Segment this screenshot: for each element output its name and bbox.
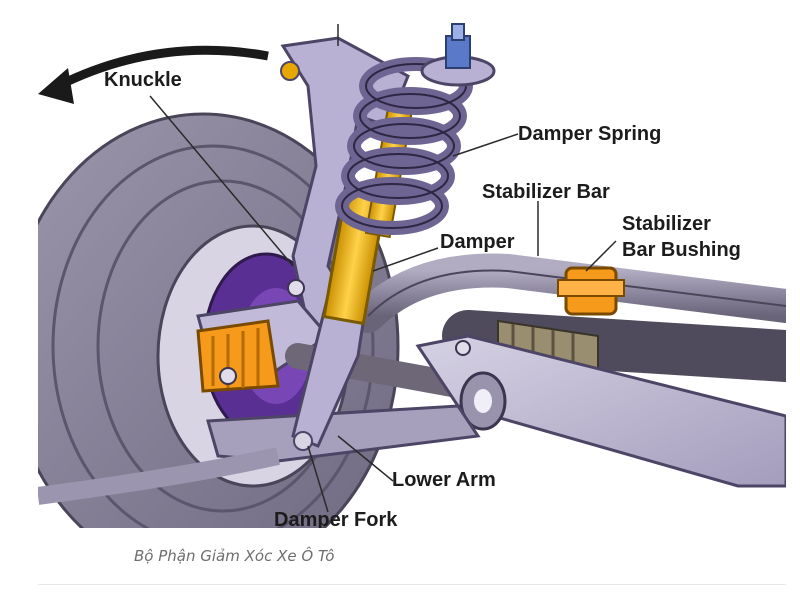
label-stabilizer-bar: Stabilizer Bar (482, 181, 610, 203)
bolt-icons (219, 279, 471, 385)
label-stabilizer-bar-bushing-line1: Stabilizer (622, 213, 711, 235)
label-lower-arm: Lower Arm (392, 469, 496, 491)
stabilizer-bar (351, 253, 786, 333)
damper-spring (335, 57, 473, 235)
rotation-arrow-icon (38, 45, 269, 104)
label-knuckle: Knuckle (104, 69, 182, 91)
suspension-diagram: Knuckle Damper Spring Stabilizer Bar Sta… (38, 16, 786, 528)
lower-arm (38, 404, 481, 505)
suspension-illustration: Knuckle Damper Spring Stabilizer Bar Sta… (38, 16, 786, 528)
subframe-bracket (415, 334, 786, 488)
label-damper-fork: Damper Fork (274, 509, 398, 528)
divider (38, 584, 786, 585)
label-damper: Damper (440, 231, 515, 253)
strut-top-mount (420, 23, 496, 87)
label-damper-spring: Damper Spring (518, 123, 661, 145)
stabilizer-bar-bushing (557, 266, 625, 316)
label-stabilizer-bar-bushing-line2: Bar Bushing (622, 239, 741, 261)
leader-lines (149, 24, 617, 513)
figure-caption: Bộ Phận Giảm Xóc Xe Ô Tô (134, 547, 335, 565)
